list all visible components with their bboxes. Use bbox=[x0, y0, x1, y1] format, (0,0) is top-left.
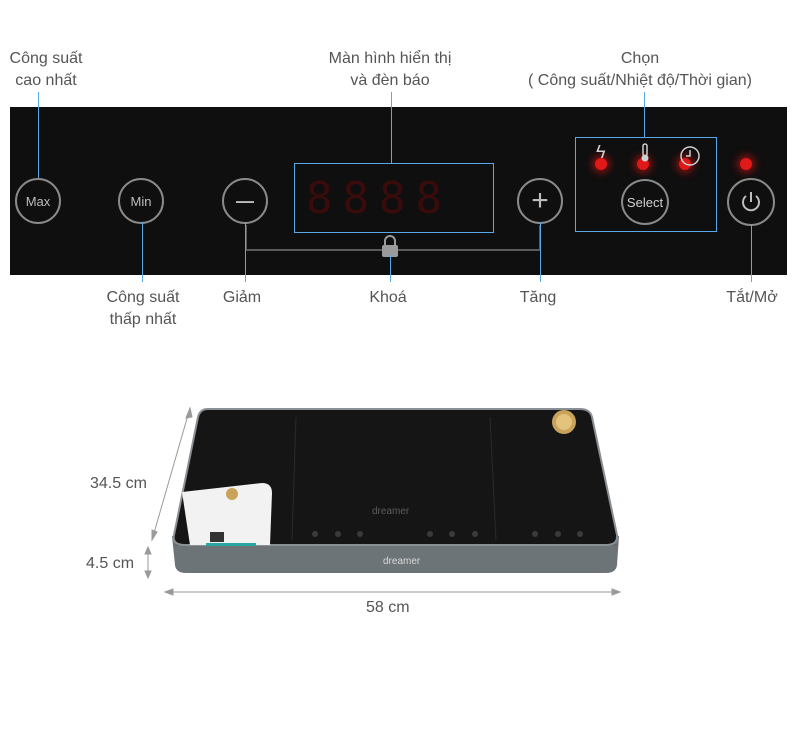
label-decrease: Giảm bbox=[222, 289, 262, 306]
leader-select bbox=[644, 92, 645, 138]
display-highlight bbox=[294, 163, 494, 233]
led-power bbox=[595, 158, 607, 170]
leader-min bbox=[142, 222, 143, 282]
min-button[interactable]: Min bbox=[118, 178, 164, 224]
lock-icon bbox=[379, 234, 401, 260]
led-power-indicator bbox=[740, 158, 752, 170]
dimension-depth: 34.5 cm bbox=[90, 475, 147, 492]
label-increase: Tăng bbox=[519, 289, 557, 306]
lightning-icon: ϟ bbox=[596, 142, 606, 162]
max-button[interactable]: Max bbox=[15, 178, 61, 224]
label-max-power: Công suất cao nhất bbox=[9, 50, 83, 89]
label-min-power: Công suất thấp nhất bbox=[106, 289, 180, 328]
leader-power bbox=[751, 224, 752, 282]
display-digits: 8888 bbox=[306, 173, 452, 224]
leader-display bbox=[391, 92, 392, 164]
leader-max bbox=[38, 92, 39, 178]
label-power: Tắt/Mở bbox=[726, 289, 778, 306]
label-select: Chọn ( Công suất/Nhiệt độ/Thời gian) bbox=[528, 50, 752, 89]
leader-decrease bbox=[245, 222, 246, 282]
thermometer-icon bbox=[640, 143, 650, 168]
dimension-width: 58 cm bbox=[366, 599, 410, 616]
select-highlight bbox=[575, 137, 717, 232]
dimension-height: 4.5 cm bbox=[86, 555, 135, 572]
power-icon bbox=[742, 192, 760, 212]
leader-increase bbox=[540, 222, 541, 282]
label-display: Màn hình hiển thị và đèn báo bbox=[328, 50, 452, 89]
select-button[interactable]: Select bbox=[621, 179, 669, 225]
brand-logo-base: dreamer bbox=[383, 556, 421, 567]
cooktop-illustration bbox=[172, 408, 619, 573]
brand-logo-top: dreamer bbox=[372, 506, 410, 517]
clock-icon bbox=[679, 145, 701, 172]
leader-lock bbox=[390, 255, 391, 282]
label-lock: Khoá bbox=[369, 289, 407, 306]
